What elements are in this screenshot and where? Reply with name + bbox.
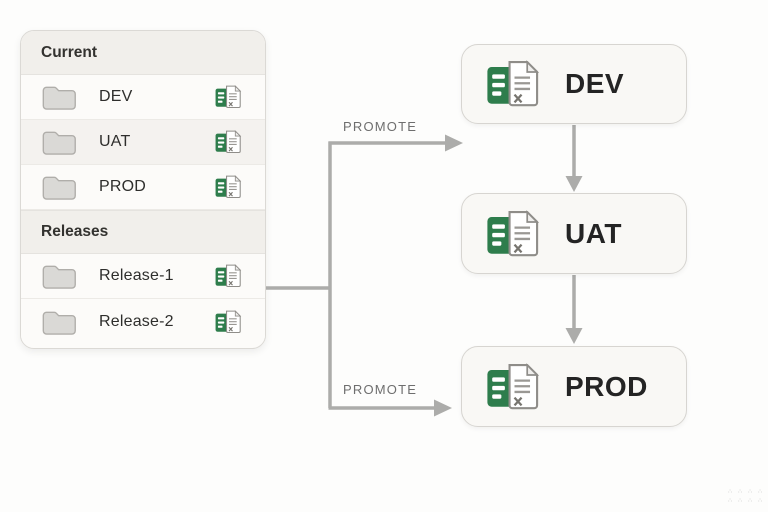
row-label: Release-1: [99, 267, 174, 284]
promote-label-bottom: PROMOTE: [343, 382, 418, 397]
folder-icon: [41, 308, 78, 336]
spreadsheet-file-icon: [486, 60, 543, 108]
row-label: DEV: [99, 88, 133, 105]
spreadsheet-file-icon: [215, 175, 243, 199]
spreadsheet-file-icon: [215, 310, 243, 334]
row-label: PROD: [99, 178, 147, 195]
environment-panel: Current DEV UAT PROD Releases Release-1: [20, 30, 266, 349]
watermark-glyph: ∴: [728, 498, 732, 504]
arrow-right-icon: [434, 399, 452, 417]
watermark-glyph: ∴: [738, 489, 742, 495]
list-item-dev[interactable]: DEV: [21, 75, 265, 120]
folder-icon: [41, 262, 78, 290]
list-item-prod[interactable]: PROD: [21, 165, 265, 210]
folder-icon: [41, 173, 78, 201]
arrow-down-icon: [565, 176, 583, 192]
watermark-glyph: ∴: [758, 489, 762, 495]
arrow-right-icon: [445, 134, 463, 152]
section-header-label: Current: [41, 43, 97, 61]
node-uat[interactable]: UAT: [461, 193, 687, 274]
row-label: Release-2: [99, 312, 174, 330]
watermark-glyph: ∴: [758, 498, 762, 504]
node-dev[interactable]: DEV: [461, 44, 687, 124]
watermark-glyph: ∴: [748, 489, 752, 495]
watermark-glyph: ∴: [738, 498, 742, 504]
folder-icon: [41, 128, 78, 156]
node-label: PROD: [565, 370, 648, 402]
spreadsheet-file-icon: [215, 85, 243, 109]
watermark: ∴ ∴ ∴ ∴ ∴ ∴ ∴ ∴: [725, 488, 765, 506]
spreadsheet-file-icon: [486, 363, 543, 411]
list-item-release-2[interactable]: Release-2: [21, 299, 265, 344]
folder-icon: [41, 83, 78, 111]
section-header-releases: Releases: [21, 210, 265, 254]
section-header-current: Current: [21, 31, 265, 75]
list-item-uat[interactable]: UAT: [21, 120, 265, 165]
list-item-release-1[interactable]: Release-1: [21, 254, 265, 299]
section-header-label: Releases: [41, 223, 109, 240]
watermark-glyph: ∴: [748, 498, 752, 504]
node-label: UAT: [565, 217, 622, 249]
arrow-down-icon: [565, 328, 583, 344]
spreadsheet-file-icon: [486, 210, 543, 258]
spreadsheet-file-icon: [215, 130, 243, 154]
promote-label-top: PROMOTE: [343, 119, 418, 134]
row-label: UAT: [99, 133, 131, 150]
node-label: DEV: [565, 68, 625, 99]
watermark-glyph: ∴: [728, 489, 732, 495]
node-prod[interactable]: PROD: [461, 346, 687, 427]
spreadsheet-file-icon: [215, 264, 243, 288]
